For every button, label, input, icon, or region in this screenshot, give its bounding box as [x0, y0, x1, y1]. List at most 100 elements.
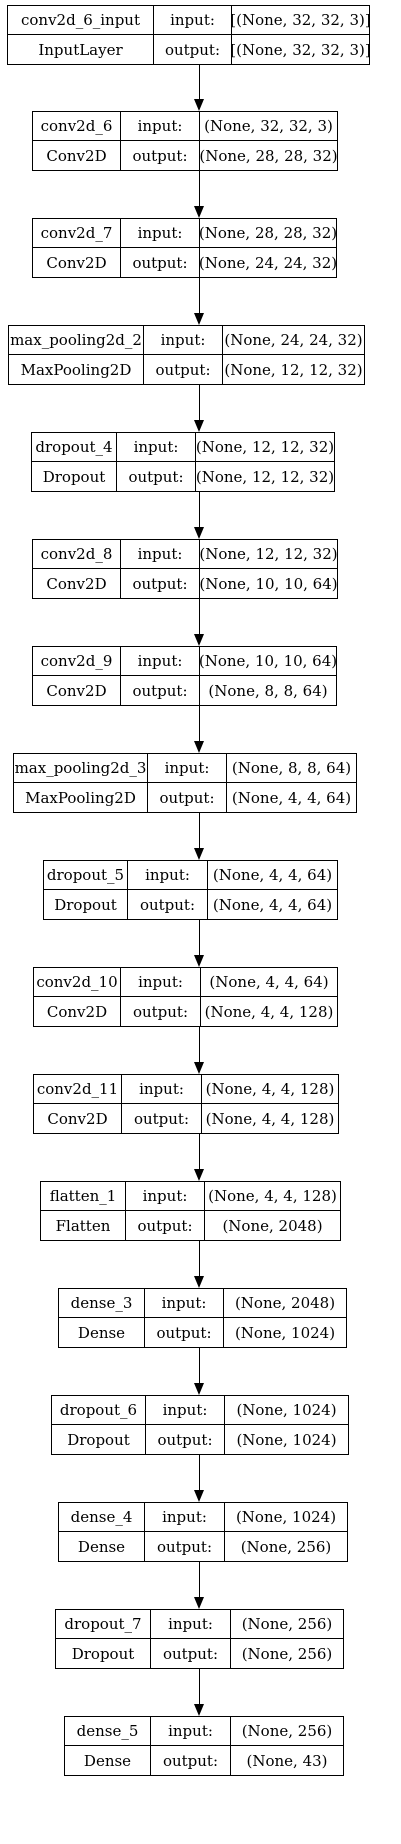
input-label: input:: [121, 968, 201, 997]
output-label: output:: [117, 462, 196, 491]
arrowhead-icon: [194, 1704, 204, 1716]
output-shape: (None, 4, 4, 128): [204, 1002, 334, 1021]
connector-line: [199, 1669, 200, 1704]
output-label: output:: [121, 676, 200, 705]
arrowhead-icon: [194, 1062, 204, 1074]
input-shape: (None, 4, 4, 128): [205, 1182, 340, 1211]
input-label: input:: [151, 1610, 231, 1639]
output-shape: (None, 1024): [234, 1323, 336, 1342]
input-shape: (None, 2048): [224, 1289, 346, 1318]
input-shape: (None, 10, 10, 64): [200, 647, 336, 676]
output-label: output:: [148, 783, 227, 812]
arrowhead-icon: [194, 313, 204, 325]
layer-name: conv2d_6: [33, 112, 121, 141]
input-label: input:: [121, 540, 200, 569]
layer-name: conv2d_7: [33, 219, 121, 248]
input-shape: (None, 4, 4, 64): [201, 968, 337, 997]
layer-name: dense_4: [59, 1503, 145, 1532]
arrowhead-icon: [194, 206, 204, 218]
input-label: input:: [144, 326, 223, 355]
arrowhead-icon: [194, 527, 204, 539]
output-shape: (None, 12, 12, 32): [224, 360, 363, 379]
input-label: input:: [117, 433, 196, 462]
input-label: input:: [151, 1717, 231, 1746]
layer-name: dropout_4: [32, 433, 117, 462]
layer-type: Dropout: [32, 462, 117, 491]
output-shape: (None, 10, 10, 64): [200, 574, 337, 593]
output-label: output:: [128, 890, 208, 919]
layer-type: Conv2D: [33, 141, 121, 170]
input-shape: (None, 1024): [225, 1396, 348, 1425]
connector-line: [199, 1562, 200, 1597]
output-label: output:: [154, 35, 232, 64]
output-shape: (None, 12, 12, 32): [196, 467, 334, 486]
connector-line: [199, 1348, 200, 1383]
output-label: output:: [146, 1425, 225, 1454]
output-shape: (None, 2048): [222, 1216, 323, 1235]
input-shape: (None, 256): [231, 1610, 343, 1639]
connector-line: [199, 65, 200, 99]
connector-line: [199, 599, 200, 634]
arrowhead-icon: [194, 848, 204, 860]
connector-line: [199, 278, 200, 313]
connector-line: [199, 492, 200, 527]
layer-type: Conv2D: [34, 997, 121, 1026]
layer-type: MaxPooling2D: [14, 783, 148, 812]
layer-name: conv2d_11: [34, 1075, 122, 1104]
connector-line: [199, 1027, 200, 1062]
input-label: input:: [121, 647, 200, 676]
layer-type: Dense: [59, 1318, 145, 1347]
layer-type: Conv2D: [33, 676, 121, 705]
arrowhead-icon: [194, 1383, 204, 1395]
input-shape: (None, 4, 4, 128): [202, 1075, 338, 1104]
output-label: output:: [121, 997, 201, 1026]
output-label: output:: [122, 1104, 202, 1133]
output-shape: (None, 8, 8, 64): [208, 681, 328, 700]
layer-name: dense_5: [65, 1717, 151, 1746]
input-label: input:: [121, 112, 200, 141]
arrowhead-icon: [194, 1597, 204, 1609]
layer-type: Dropout: [44, 890, 128, 919]
input-label: input:: [126, 1182, 205, 1211]
layer-name: flatten_1: [41, 1182, 126, 1211]
arrowhead-icon: [194, 1169, 204, 1181]
input-shape: (None, 1024): [225, 1503, 347, 1532]
input-shape: (None, 28, 28, 32): [200, 219, 336, 248]
input-shape: (None, 32, 32, 3): [200, 112, 337, 141]
layer-name: dropout_5: [44, 861, 128, 890]
arrowhead-icon: [194, 99, 204, 111]
output-label: output:: [145, 1318, 224, 1347]
layer-name: conv2d_8: [33, 540, 121, 569]
output-shape: (None, 4, 4, 64): [231, 788, 352, 807]
output-label: output:: [144, 355, 223, 384]
input-label: input:: [128, 861, 208, 890]
layer-type: Flatten: [41, 1211, 126, 1240]
input-shape: (None, 8, 8, 64): [227, 754, 356, 783]
layer-type: Conv2D: [33, 248, 121, 277]
input-label: input:: [154, 6, 232, 35]
input-label: input:: [121, 219, 200, 248]
input-shape: (None, 12, 12, 32): [200, 540, 337, 569]
arrowhead-icon: [194, 1276, 204, 1288]
output-label: output:: [151, 1639, 231, 1668]
input-shape: (None, 256): [231, 1717, 343, 1746]
output-shape: (None, 4, 4, 128): [205, 1109, 335, 1128]
output-shape: [(None, 32, 32, 3)]: [232, 40, 369, 59]
output-shape: (None, 24, 24, 32): [200, 253, 336, 272]
layer-name: max_pooling2d_2: [9, 326, 144, 355]
output-label: output:: [121, 141, 200, 170]
